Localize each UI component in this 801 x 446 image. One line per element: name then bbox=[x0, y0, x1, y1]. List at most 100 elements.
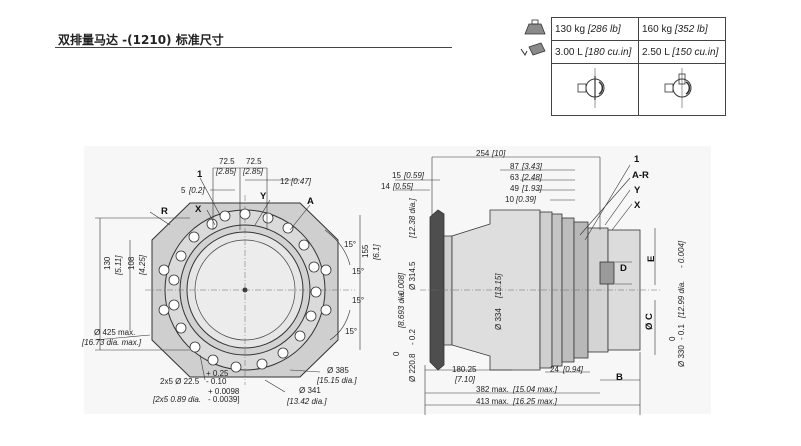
dim-413-in: [16.25 max.] bbox=[512, 397, 558, 406]
weight-b-cell: 160 kg [352 lb] bbox=[638, 17, 726, 41]
dim-385-in: [15.15 dia.] bbox=[316, 376, 357, 385]
dim-180: 180.25 bbox=[452, 365, 477, 374]
dim-130-in: [5.11] bbox=[114, 255, 123, 276]
dim-49: 49 bbox=[510, 184, 519, 193]
weight-a-cell: 130 kg [286 lb] bbox=[551, 17, 639, 41]
dim-49-in: [1.93] bbox=[521, 184, 543, 193]
dim-330-zero: 0 bbox=[668, 336, 677, 341]
dim-14-in: [0.55] bbox=[392, 182, 414, 191]
disp-b-cell: 2.50 L [150 cu.in] bbox=[638, 40, 726, 64]
label-x: X bbox=[195, 204, 202, 215]
dim-72b-in: [2.85] bbox=[242, 167, 264, 176]
dim-108-in: [4.25] bbox=[138, 254, 147, 276]
dim-330: Ø 330 bbox=[677, 345, 686, 367]
angle-15d: 15° bbox=[345, 327, 357, 336]
dim-130: 130 bbox=[103, 256, 112, 270]
dim-330-in: [12.99 dia. bbox=[677, 281, 686, 319]
dim-63: 63 bbox=[510, 173, 519, 182]
dim-87-in: [3.43] bbox=[521, 162, 543, 171]
holes-tol-dn: - 0.10 bbox=[206, 377, 227, 386]
spec-table: 130 kg [286 lb] 160 kg [352 lb] 3.00 L [… bbox=[511, 17, 726, 116]
dim-15-in: [0.59] bbox=[403, 171, 425, 180]
dim-72a-in: [2.85] bbox=[215, 167, 237, 176]
label-r: R bbox=[161, 206, 168, 217]
side-label-e: E bbox=[646, 256, 657, 262]
dim-180-in: [7.10] bbox=[454, 375, 476, 384]
dim-334: Ø 334 bbox=[494, 308, 503, 330]
page-title: 双排量马达 -(1210) 标准尺寸 bbox=[58, 33, 224, 47]
dim-155-in: [6.1] bbox=[372, 244, 381, 261]
side-labels: 1 A-R Y X E D Ø C B 254 [10] 87 [3.43] 6… bbox=[381, 149, 686, 406]
dim-382: 382 max. bbox=[476, 385, 509, 394]
port-block bbox=[599, 261, 615, 285]
motor-body bbox=[451, 209, 541, 371]
dim-220: Ø 220.8 bbox=[408, 353, 417, 382]
side-view bbox=[420, 209, 660, 371]
oil-can-icon-svg bbox=[520, 42, 546, 56]
holes-dim-in: [2x5 0.89 dia. bbox=[152, 395, 201, 404]
dim-108: 108 bbox=[127, 256, 136, 270]
holes-dim: 2x5 Ø 22.5 bbox=[160, 377, 200, 386]
front-dim-lines bbox=[94, 167, 361, 393]
side-label-y: Y bbox=[634, 185, 641, 196]
dim-382-in: [15.04 max.] bbox=[512, 385, 558, 394]
holes-tol-up: + 0.25 bbox=[206, 369, 229, 378]
dim-5: 5 bbox=[181, 186, 186, 195]
dim-14: 14 bbox=[381, 182, 390, 191]
bolt-holes bbox=[158, 208, 332, 373]
dim-330-tol: - 0.1 bbox=[677, 323, 686, 340]
label-y: Y bbox=[260, 191, 267, 202]
dim-220-in: [8.693 dia. bbox=[397, 291, 406, 329]
side-label-c: Ø C bbox=[644, 313, 655, 330]
side-dim-lines bbox=[395, 156, 656, 415]
dim-413: 413 max. bbox=[476, 397, 509, 406]
side-label-x: X bbox=[634, 200, 641, 211]
dim-63-in: [2.48] bbox=[521, 173, 543, 182]
dim-10-in: [0.39] bbox=[515, 195, 537, 204]
angle-15a: 15° bbox=[344, 240, 356, 249]
dim-15: 15 bbox=[392, 171, 401, 180]
dim-10: 10 bbox=[505, 195, 514, 204]
dim-12-in: [0.47] bbox=[290, 177, 312, 186]
weight-icon-svg bbox=[524, 19, 546, 34]
side-label-d: D bbox=[620, 263, 627, 274]
holes-in-tol-up: + 0.0098 bbox=[208, 387, 240, 396]
dim-24: 24 bbox=[550, 365, 559, 374]
dim-254: 254 bbox=[476, 149, 490, 158]
side-label-1: 1 bbox=[634, 154, 640, 165]
port-diagram-b bbox=[638, 63, 726, 116]
port-diagram-b-svg bbox=[664, 68, 692, 108]
front-view bbox=[145, 195, 355, 385]
dim-425-in: [16.73 dia. max.] bbox=[81, 338, 142, 347]
dim-155: 155 bbox=[361, 244, 370, 258]
angle-15c: 15° bbox=[352, 296, 364, 305]
dim-334-in: [13.15] bbox=[494, 273, 503, 299]
dim-385: Ø 385 bbox=[327, 366, 349, 375]
dim-72a: 72.5 bbox=[219, 157, 235, 166]
dim-330-in-tol: - 0.004] bbox=[677, 240, 686, 268]
dim-72b: 72.5 bbox=[246, 157, 262, 166]
front-labels: 1 X R Y A 72.5 [2.85] 72.5 [2.85] 12 [0.… bbox=[81, 157, 381, 406]
side-label-ar: A-R bbox=[632, 170, 649, 181]
dim-220-tol: - 0.2 bbox=[408, 328, 417, 345]
flange-step bbox=[443, 235, 453, 346]
dim-314: Ø 314.5 bbox=[408, 261, 417, 290]
dim-254-in: [10] bbox=[491, 149, 506, 158]
dim-24-in: [0.94] bbox=[562, 365, 584, 374]
dim-12: 12 bbox=[280, 177, 289, 186]
holes-in-tol-dn: - 0.0039] bbox=[208, 395, 240, 404]
dim-87: 87 bbox=[510, 162, 519, 171]
dim-425: Ø 425 max. bbox=[94, 328, 135, 337]
weight-icon bbox=[511, 18, 552, 41]
dim-5-in: [0.2] bbox=[188, 186, 205, 195]
side-label-b: B bbox=[616, 372, 623, 383]
dim-220-zero: 0 bbox=[392, 351, 401, 356]
label-a: A bbox=[307, 196, 314, 207]
port-diagram-a-svg bbox=[577, 68, 605, 108]
label-1: 1 bbox=[197, 169, 203, 180]
dim-341-in: [13.42 dia.] bbox=[286, 397, 327, 406]
dim-314-in: [12.38 dia.] bbox=[408, 198, 417, 239]
dim-341: Ø 341 bbox=[299, 386, 321, 395]
angle-15b: 15° bbox=[352, 267, 364, 276]
